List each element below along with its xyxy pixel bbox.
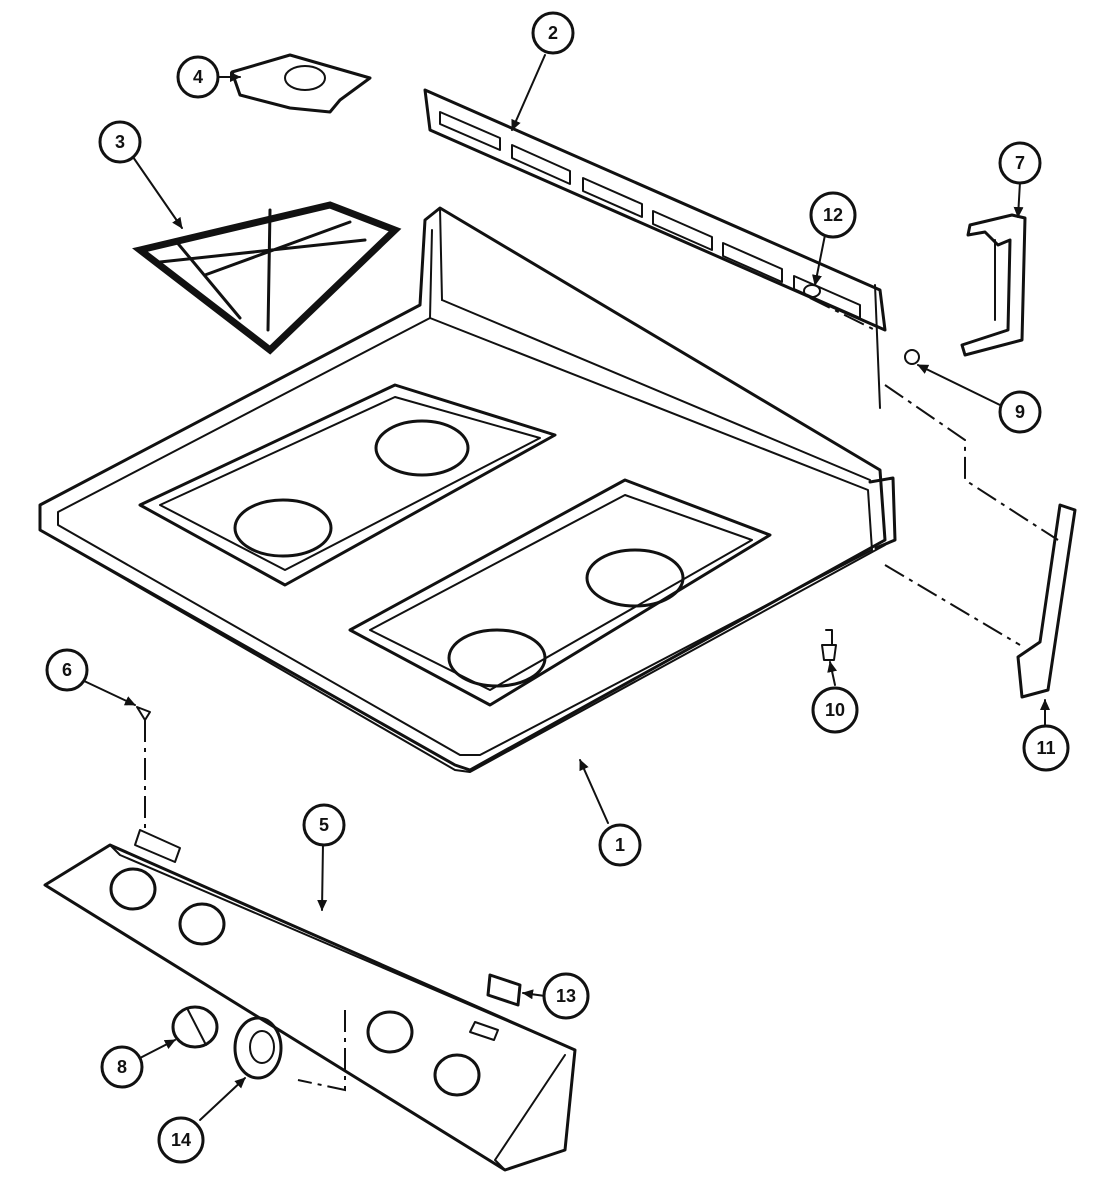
callout-2: 2 bbox=[531, 11, 575, 55]
control-knob bbox=[171, 1005, 219, 1049]
callout-2-label: 2 bbox=[548, 23, 558, 43]
cooktop-main-top bbox=[38, 206, 897, 773]
callout-11-label: 11 bbox=[1036, 738, 1055, 758]
callout-7-label: 7 bbox=[1015, 153, 1025, 173]
callout-7: 7 bbox=[998, 141, 1042, 185]
backguard-vent-strip bbox=[423, 88, 887, 409]
screw-6 bbox=[136, 706, 151, 721]
callout-12: 12 bbox=[809, 191, 857, 239]
clip-10 bbox=[821, 629, 837, 661]
mounting-bracket bbox=[960, 213, 1027, 357]
callout-13: 13 bbox=[542, 972, 590, 1020]
callout-12-label: 12 bbox=[823, 205, 843, 225]
switch-13 bbox=[486, 973, 522, 1007]
clip-12 bbox=[803, 284, 821, 298]
screw-9 bbox=[904, 349, 920, 365]
callout-5: 5 bbox=[302, 803, 346, 847]
callout-11: 11 bbox=[1022, 724, 1070, 772]
leader-lines bbox=[81, 54, 1050, 1121]
end-trim bbox=[1016, 503, 1077, 699]
callout-9: 9 bbox=[998, 390, 1042, 434]
callout-6: 6 bbox=[45, 648, 89, 692]
callout-8-label: 8 bbox=[117, 1057, 127, 1077]
callout-10: 10 bbox=[811, 686, 859, 734]
burner-grate bbox=[132, 201, 402, 355]
assembly-lines bbox=[144, 297, 1059, 1092]
callout-8: 8 bbox=[100, 1045, 144, 1089]
callout-9-label: 9 bbox=[1015, 402, 1025, 422]
callout-13-label: 13 bbox=[556, 986, 576, 1006]
knob-bezel bbox=[233, 1016, 283, 1080]
callout-1-label: 1 bbox=[615, 835, 625, 855]
control-panel bbox=[43, 829, 577, 1172]
callout-14-label: 14 bbox=[171, 1130, 191, 1150]
callout-5-label: 5 bbox=[319, 815, 329, 835]
callout-10-label: 10 bbox=[825, 700, 845, 720]
callout-4: 4 bbox=[176, 55, 220, 99]
callout-3: 3 bbox=[98, 120, 142, 164]
callout-14: 14 bbox=[157, 1116, 205, 1164]
burner-cap bbox=[230, 53, 372, 114]
callout-3-label: 3 bbox=[115, 132, 125, 152]
callout-6-label: 6 bbox=[62, 660, 72, 680]
callout-4-label: 4 bbox=[193, 67, 203, 87]
callout-1: 1 bbox=[598, 823, 642, 867]
